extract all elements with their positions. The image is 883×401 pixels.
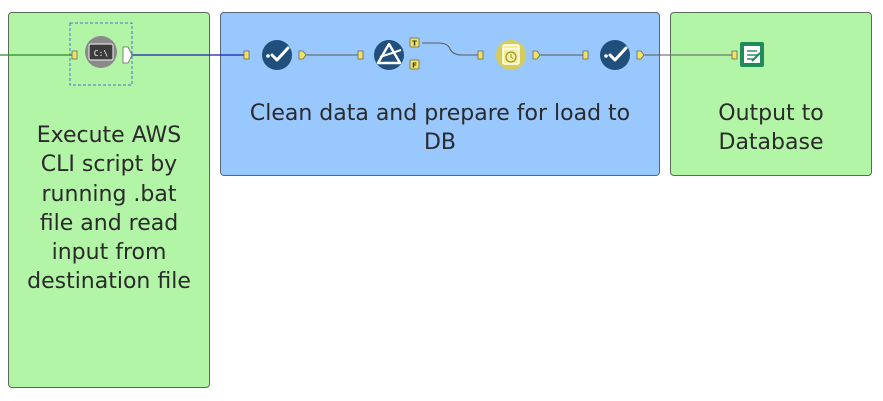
connection-filter-true-to-datetime[interactable] bbox=[422, 42, 480, 56]
container-execute-aws-cli[interactable]: Execute AWS CLI script by running .bat f… bbox=[8, 12, 210, 388]
select-tool-2[interactable] bbox=[582, 40, 645, 70]
true-anchor-label: T bbox=[412, 40, 417, 48]
input-anchor[interactable] bbox=[357, 50, 364, 60]
selection-outline bbox=[69, 22, 133, 86]
datetime-tool[interactable] bbox=[477, 40, 541, 70]
input-anchor[interactable] bbox=[582, 50, 589, 60]
container-output-database[interactable]: Output to Database bbox=[670, 12, 872, 176]
select-dot bbox=[266, 54, 270, 58]
container-caption: Output to Database bbox=[718, 101, 824, 156]
select-checkmark-icon bbox=[600, 40, 630, 70]
container-caption: Clean data and prepare for load to DB bbox=[249, 101, 631, 156]
output-data-tool[interactable] bbox=[731, 42, 764, 67]
false-anchor-label: F bbox=[412, 62, 417, 70]
datetime-clock-face bbox=[505, 51, 517, 63]
select-dot bbox=[604, 54, 608, 58]
select-checkmark-icon bbox=[262, 40, 292, 70]
output-anchor[interactable] bbox=[636, 50, 645, 60]
filter-slash bbox=[379, 49, 402, 58]
output-anchor[interactable] bbox=[532, 50, 541, 60]
select-check bbox=[270, 46, 290, 62]
datetime-clock-hands bbox=[510, 54, 514, 59]
input-anchor[interactable] bbox=[243, 50, 250, 60]
output-anchor[interactable] bbox=[122, 46, 133, 64]
input-anchor[interactable] bbox=[71, 50, 78, 60]
run-command-tool[interactable]: C:\ bbox=[69, 22, 133, 86]
input-anchor[interactable] bbox=[731, 50, 738, 60]
filter-tool[interactable]: T F bbox=[357, 37, 420, 70]
container-clean-data[interactable]: Clean data and prepare for load to DB bbox=[220, 12, 660, 176]
output-anchor[interactable] bbox=[298, 50, 307, 60]
container-caption: Execute AWS CLI script by running .bat f… bbox=[27, 123, 191, 295]
true-output-anchor[interactable] bbox=[409, 37, 420, 48]
command-screen bbox=[88, 43, 114, 61]
filter-triangle bbox=[376, 42, 402, 65]
output-pencil bbox=[751, 52, 761, 62]
command-label: C:\ bbox=[94, 49, 109, 58]
select-check bbox=[608, 46, 628, 62]
false-output-anchor[interactable] bbox=[409, 59, 420, 70]
select-tool-1[interactable] bbox=[243, 40, 307, 70]
input-anchor[interactable] bbox=[477, 50, 484, 60]
